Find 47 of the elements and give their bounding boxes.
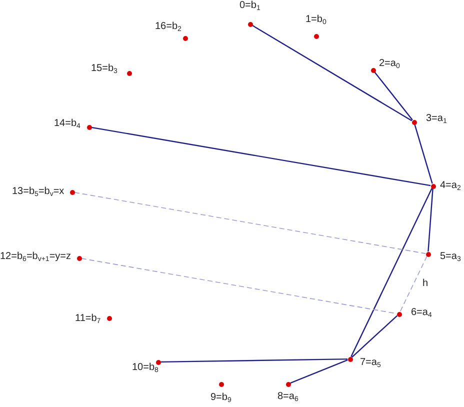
point-label: 12=b$_{6}$=b$_{v+1}$=y=z [0, 251, 72, 263]
point-marker [106, 316, 112, 320]
point-marker [126, 70, 132, 76]
point-label: 8=a$_{6}$ [278, 391, 298, 403]
point-label: 13=b$_{5}$=b$_{v}$=x [12, 186, 64, 198]
point-marker [314, 34, 318, 38]
dashed-line [400, 256, 428, 312]
point-marker [248, 22, 252, 26]
point-marker [348, 356, 352, 362]
point-label: 0=b$_{1}$ [240, 0, 260, 12]
point-marker [412, 120, 416, 124]
line-segment [91, 126, 431, 186]
line-segment [351, 315, 398, 358]
line-segment [350, 188, 432, 357]
point-marker [182, 36, 188, 40]
line-segment [252, 24, 412, 122]
point-label: 14=b$_{4}$ [54, 118, 80, 130]
point-marker [370, 68, 376, 72]
point-label: 11=b$_{7}$ [75, 313, 101, 325]
point-label: 10=b$_{8}$ [132, 362, 158, 374]
edge-label: h [422, 278, 430, 289]
point-label: 16=b$_{2}$ [155, 21, 182, 33]
point-marker [218, 382, 224, 386]
point-marker [76, 256, 82, 260]
point-marker [156, 360, 160, 364]
line-segment [160, 358, 348, 363]
dashed-line [74, 192, 426, 254]
point-label: 6=a$_{4}$ [411, 307, 432, 319]
line-segment [290, 359, 348, 384]
point-label: 3=a$_{1}$ [426, 113, 447, 125]
point-label: 1=b$_{0}$ [306, 14, 326, 26]
point-marker [86, 124, 92, 130]
point-label: 4=a$_{2}$ [440, 180, 461, 192]
point-marker [396, 312, 402, 316]
point-label: 5=a$_{3}$ [440, 251, 461, 263]
line-segment [414, 124, 433, 184]
line-segment [428, 188, 434, 252]
point-label: 7=a$_{5}$ [360, 357, 381, 369]
point-marker [70, 190, 74, 194]
point-label: 9=b$_{9}$ [210, 392, 232, 404]
point-label: 15=b$_{3}$ [91, 63, 118, 75]
point-marker [286, 382, 290, 386]
point-marker [430, 184, 436, 188]
point-label: 2=a$_{0}$ [379, 58, 400, 70]
dashed-line [81, 258, 397, 314]
point-marker [426, 252, 430, 256]
line-segment [374, 72, 413, 120]
